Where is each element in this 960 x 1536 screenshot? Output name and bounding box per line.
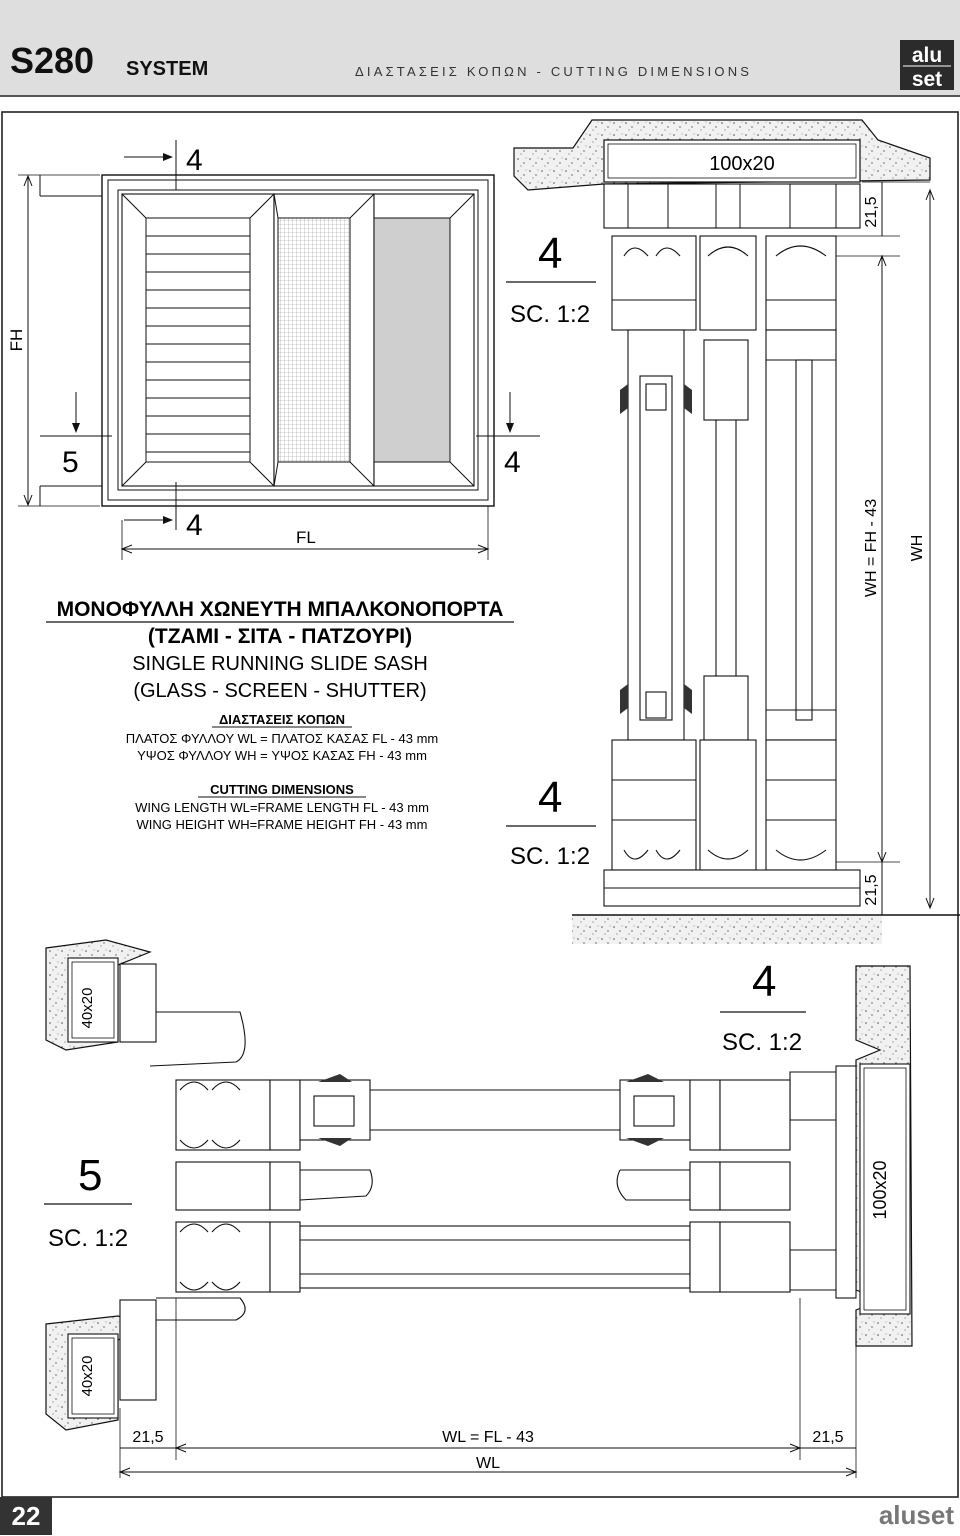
title-english-2: (GLASS - SCREEN - SHUTTER)	[133, 680, 426, 702]
elev-detail-left: 5	[62, 446, 79, 479]
v-offset-top: 21,5	[863, 196, 880, 227]
svg-text:alu: alu	[912, 44, 942, 67]
v-tube-label: 100x20	[709, 153, 775, 175]
header-subtitle: ΔΙΑΣΤΑΣΕΙΣ ΚΟΠΩΝ - CUTTING DIMENSIONS	[355, 64, 753, 79]
h-detail-left: 5	[78, 1151, 102, 1200]
vertical-section: 100x20 4 SC. 1:2 4 SC. 1:2	[506, 119, 960, 944]
h-wl-formula: WL = FL - 43	[442, 1429, 534, 1446]
h-detail-right: 4	[752, 957, 776, 1006]
elev-detail-bottom: 4	[186, 509, 203, 542]
v-wh: WH	[909, 535, 926, 562]
v-detail-bottom: 4	[538, 773, 562, 822]
page-number: 22	[0, 1497, 52, 1535]
h-tube-right: 100x20	[870, 1160, 890, 1219]
dims-greek-2: ΥΨΟΣ ΦΥΛΛΟΥ WH = ΥΨΟΣ ΚΑΣΑΣ FH - 43 mm	[137, 748, 427, 763]
v-offset-bottom: 21,5	[863, 874, 880, 905]
horizontal-section: 40x20 40x20 100x20	[44, 939, 913, 1478]
dims-greek-heading: ΔΙΑΣΤΑΣΕΙΣ ΚΟΠΩΝ	[219, 712, 345, 727]
elev-detail-top: 4	[186, 144, 203, 177]
dims-english-heading: CUTTING DIMENSIONS	[210, 782, 354, 797]
page-header: S280 SYSTEM ΔΙΑΣΤΑΣΕΙΣ ΚΟΠΩΝ - CUTTING D…	[0, 0, 960, 97]
fl-label: FL	[296, 528, 316, 547]
shutter-slats	[146, 235, 250, 453]
h-tube-left-bottom: 40x20	[79, 1356, 96, 1397]
elev-detail-right: 4	[504, 446, 521, 479]
v-detail-top: 4	[538, 229, 562, 278]
sheet-border	[1, 111, 959, 1498]
drawing-sheet: FH	[1, 111, 960, 1498]
dims-english-1: WING LENGTH WL=FRAME LENGTH FL - 43 mm	[135, 800, 429, 815]
brand-name: aluset	[878, 1500, 954, 1530]
system-code: S280	[10, 40, 95, 81]
h-tube-left-top: 40x20	[79, 988, 96, 1029]
svg-text:set: set	[912, 68, 942, 90]
title-english-1: SINGLE RUNNING SLIDE SASH	[132, 653, 428, 675]
aluset-logo: alu set	[900, 40, 954, 90]
dims-greek-1: ΠΛΑΤΟΣ ΦΥΛΛΟΥ WL = ΠΛΑΤΟΣ ΚΑΣΑΣ FL - 43 …	[126, 731, 438, 746]
system-word: SYSTEM	[126, 58, 209, 80]
h-scale-left: SC. 1:2	[48, 1225, 128, 1252]
v-wh-formula: WH = FH - 43	[863, 499, 880, 597]
h-offset-right: 21,5	[812, 1429, 843, 1446]
title-greek-2: (ΤΖΑΜΙ - ΣΙΤΑ - ΠΑΤΖΟΥΡΙ)	[148, 625, 412, 648]
v-scale-top: SC. 1:2	[510, 301, 590, 328]
h-scale-right: SC. 1:2	[722, 1029, 802, 1056]
dims-english-2: WING HEIGHT WH=FRAME HEIGHT FH - 43 mm	[137, 817, 428, 832]
h-offset-left: 21,5	[132, 1429, 163, 1446]
h-wl: WL	[476, 1455, 500, 1472]
fh-label: FH	[7, 329, 26, 352]
front-elevation: FH	[7, 140, 540, 560]
caption-block: ΜΟΝΟΦΥΛΛΗ ΧΩΝΕΥΤΗ ΜΠΑΛΚΟΝΟΠΟΡΤΑ (ΤΖΑΜΙ -…	[46, 598, 514, 832]
v-scale-bottom: SC. 1:2	[510, 843, 590, 870]
title-greek-1: ΜΟΝΟΦΥΛΛΗ ΧΩΝΕΥΤΗ ΜΠΑΛΚΟΝΟΠΟΡΤΑ	[57, 598, 504, 621]
